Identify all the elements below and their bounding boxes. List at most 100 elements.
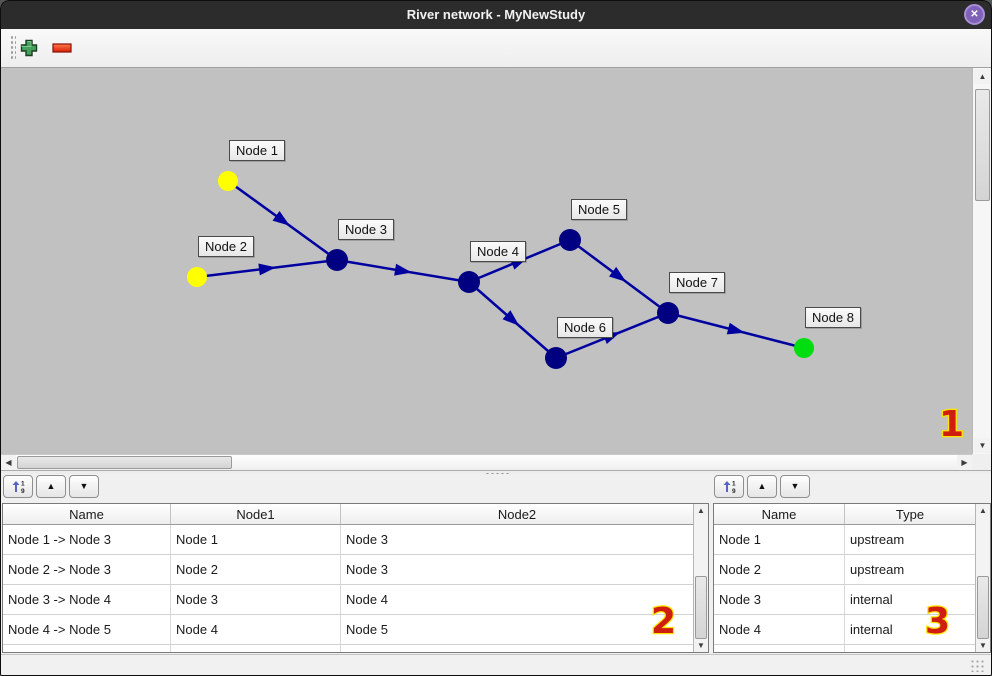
cell-node2[interactable]: Node 3 bbox=[346, 532, 388, 547]
pane-splitter[interactable] bbox=[1, 470, 991, 475]
cell-name[interactable]: Node 2 -> Node 3 bbox=[3, 555, 171, 584]
edge-arrow-icon bbox=[272, 210, 290, 226]
cell-name[interactable]: Node 3 -> Node 4 bbox=[3, 585, 171, 614]
plus-icon bbox=[20, 39, 38, 57]
nodes-table-header: Name Type bbox=[714, 504, 975, 525]
scroll-up-button[interactable]: ▲ bbox=[694, 504, 708, 517]
canvas-horizontal-scrollbar[interactable]: ◀ ▶ bbox=[1, 454, 972, 470]
node-label[interactable]: Node 2 bbox=[198, 236, 254, 257]
right-arrow-icon: ▶ bbox=[961, 457, 968, 467]
node-circle[interactable] bbox=[794, 338, 814, 358]
cell-node1[interactable]: Node 1 bbox=[171, 525, 341, 554]
table-row[interactable]: Node 4 -> Node 5 Node 4 Node 5 bbox=[3, 615, 693, 645]
scroll-up-button[interactable]: ▲ bbox=[974, 69, 991, 84]
cell-node2[interactable]: Node 4 bbox=[346, 592, 388, 607]
cell-name[interactable]: Node 3 bbox=[714, 585, 845, 614]
node-label[interactable]: Node 5 bbox=[571, 199, 627, 220]
node-circle[interactable] bbox=[545, 347, 567, 369]
node-label[interactable]: Node 7 bbox=[669, 272, 725, 293]
nodes-move-down-button[interactable]: ▼ bbox=[780, 475, 810, 498]
column-header-node2[interactable]: Node2 bbox=[497, 506, 537, 522]
table-row-partial bbox=[3, 645, 693, 652]
up-triangle-icon: ▲ bbox=[757, 481, 767, 491]
cell-name[interactable]: Node 4 bbox=[714, 615, 845, 644]
table-scroll-thumb[interactable] bbox=[977, 576, 989, 639]
table-row[interactable]: Node 3 internal bbox=[714, 585, 975, 615]
links-move-down-button[interactable]: ▼ bbox=[69, 475, 99, 498]
node-circle[interactable] bbox=[559, 229, 581, 251]
node-circle[interactable] bbox=[218, 171, 238, 191]
nodes-table-scrollbar[interactable]: ▲ ▼ bbox=[975, 504, 990, 652]
column-header-name[interactable]: Name bbox=[3, 504, 171, 524]
column-header-name[interactable]: Name bbox=[714, 504, 845, 524]
node-circle[interactable] bbox=[326, 249, 348, 271]
node-label[interactable]: Node 3 bbox=[338, 219, 394, 240]
cell-name[interactable]: Node 1 bbox=[714, 525, 845, 554]
toolbar-drag-handle[interactable] bbox=[10, 35, 16, 61]
cell-type[interactable]: internal bbox=[850, 622, 893, 637]
links-table-scrollbar[interactable]: ▲ ▼ bbox=[693, 504, 708, 652]
cell-node1[interactable]: Node 2 bbox=[171, 555, 341, 584]
svg-text:9: 9 bbox=[732, 488, 736, 494]
nodes-move-up-button[interactable]: ▲ bbox=[747, 475, 777, 498]
down-triangle-icon: ▼ bbox=[790, 481, 800, 491]
cell-node1[interactable]: Node 3 bbox=[171, 585, 341, 614]
cell-name[interactable]: Node 2 bbox=[714, 555, 845, 584]
scroll-up-button[interactable]: ▲ bbox=[976, 504, 990, 517]
cell-type[interactable]: upstream bbox=[850, 562, 905, 577]
scroll-right-button[interactable]: ▶ bbox=[957, 455, 972, 470]
canvas-vertical-scrollbar[interactable]: ▲ ▼ bbox=[972, 68, 991, 454]
scroll-down-button[interactable]: ▼ bbox=[694, 639, 708, 652]
table-row[interactable]: Node 2 -> Node 3 Node 2 Node 3 bbox=[3, 555, 693, 585]
node-circle[interactable] bbox=[187, 267, 207, 287]
empty-cell bbox=[341, 645, 693, 652]
cell-name[interactable]: Node 1 -> Node 3 bbox=[3, 525, 171, 554]
svg-text:1: 1 bbox=[21, 481, 25, 488]
window-resize-grip[interactable] bbox=[970, 659, 985, 672]
cell-node2[interactable]: Node 3 bbox=[346, 562, 388, 577]
nodes-sort-button[interactable]: 1 9 bbox=[714, 475, 744, 498]
column-header-node1[interactable]: Node1 bbox=[171, 504, 341, 524]
table-row[interactable]: Node 2 upstream bbox=[714, 555, 975, 585]
links-sort-button[interactable]: 1 9 bbox=[3, 475, 33, 498]
table-row[interactable]: Node 1 -> Node 3 Node 1 Node 3 bbox=[3, 525, 693, 555]
table-row[interactable]: Node 4 internal bbox=[714, 615, 975, 645]
scroll-down-button[interactable]: ▼ bbox=[974, 438, 991, 453]
up-arrow-icon: ▲ bbox=[697, 505, 705, 515]
cell-name[interactable]: Node 4 -> Node 5 bbox=[3, 615, 171, 644]
node-label[interactable]: Node 6 bbox=[557, 317, 613, 338]
links-move-up-button[interactable]: ▲ bbox=[36, 475, 66, 498]
down-triangle-icon: ▼ bbox=[79, 481, 89, 491]
scroll-down-button[interactable]: ▼ bbox=[976, 639, 990, 652]
table-scroll-thumb[interactable] bbox=[695, 576, 707, 639]
add-node-button[interactable] bbox=[18, 37, 40, 59]
remove-node-button[interactable] bbox=[51, 37, 73, 59]
minus-icon bbox=[52, 43, 72, 53]
horizontal-scroll-thumb[interactable] bbox=[17, 456, 232, 469]
up-triangle-icon: ▲ bbox=[46, 481, 56, 491]
node-label[interactable]: Node 1 bbox=[229, 140, 285, 161]
links-table: Name Node1 Node2 Node 1 -> Node 3 Node 1… bbox=[2, 503, 709, 653]
edge-arrow-icon bbox=[609, 266, 627, 282]
down-arrow-icon: ▼ bbox=[978, 440, 987, 450]
table-row[interactable]: Node 3 -> Node 4 Node 3 Node 4 bbox=[3, 585, 693, 615]
cell-node1[interactable]: Node 4 bbox=[171, 615, 341, 644]
node-label[interactable]: Node 8 bbox=[805, 307, 861, 328]
node-circle[interactable] bbox=[657, 302, 679, 324]
links-table-body: Name Node1 Node2 Node 1 -> Node 3 Node 1… bbox=[3, 504, 693, 652]
node-circle[interactable] bbox=[458, 271, 480, 293]
scroll-left-button[interactable]: ◀ bbox=[1, 455, 16, 470]
river-network-canvas[interactable]: Node 1 Node 2 Node 3 Node 4 Node 5 Node 6 Node… bbox=[1, 68, 972, 454]
cell-node2[interactable]: Node 5 bbox=[346, 622, 388, 637]
vertical-scroll-thumb[interactable] bbox=[975, 89, 990, 201]
up-arrow-icon: ▲ bbox=[978, 71, 987, 81]
cell-type[interactable]: upstream bbox=[850, 532, 905, 547]
close-button[interactable]: ✕ bbox=[964, 4, 985, 25]
window-title: River network - MyNewStudy bbox=[406, 7, 586, 22]
node-label[interactable]: Node 4 bbox=[470, 241, 526, 262]
splitter-grip[interactable] bbox=[485, 472, 511, 475]
table-row[interactable]: Node 1 upstream bbox=[714, 525, 975, 555]
column-header-type[interactable]: Type bbox=[895, 506, 925, 522]
cell-type[interactable]: internal bbox=[850, 592, 893, 607]
